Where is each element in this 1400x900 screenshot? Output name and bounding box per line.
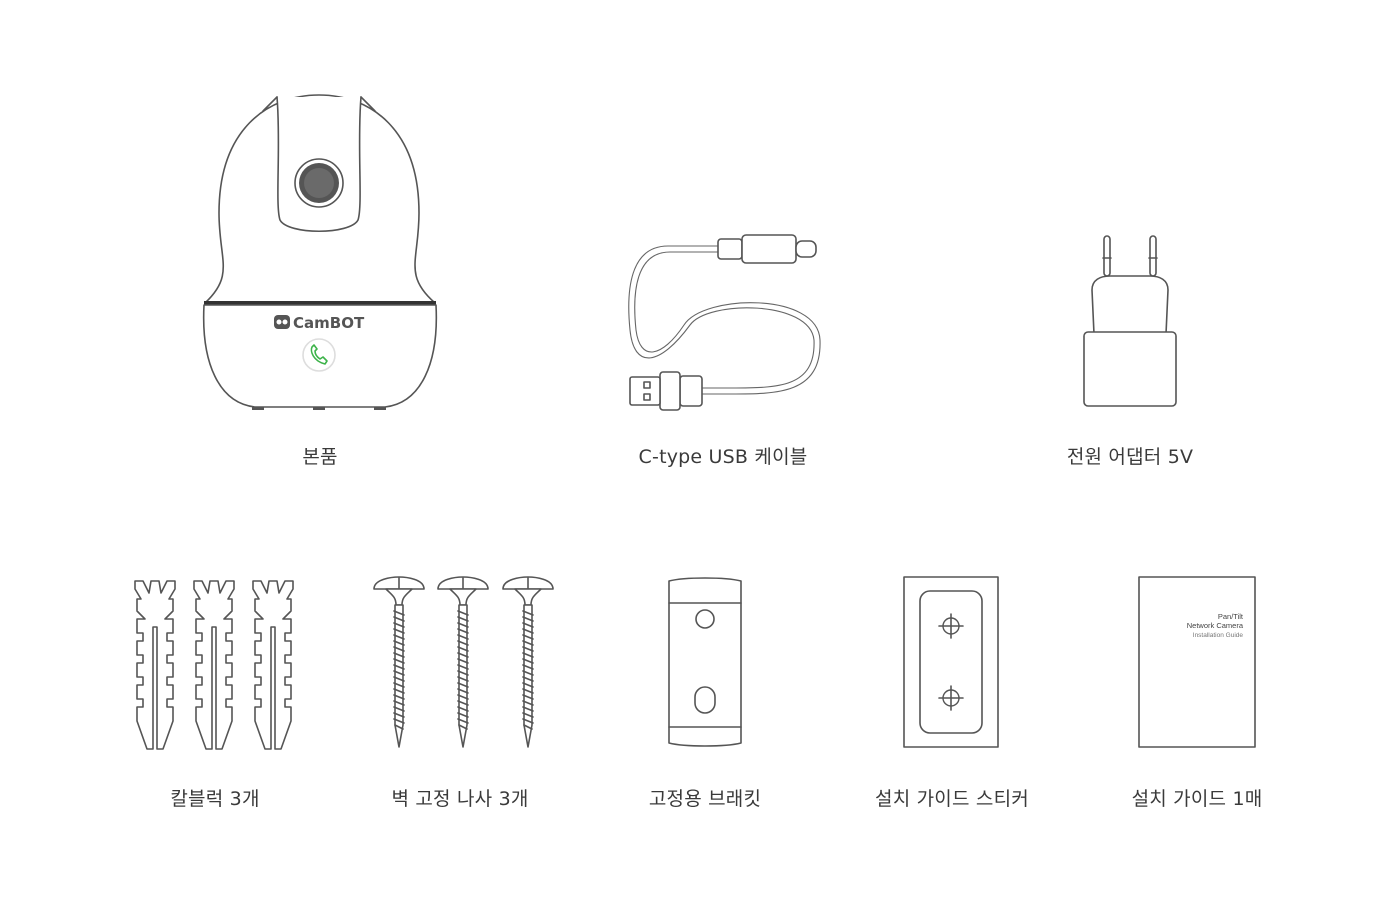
- wall-anchors-item: [130, 572, 310, 757]
- item-label-power-adapter: 전원 어댑터 5V: [1066, 446, 1194, 468]
- item-label-sticker: 설치 가이드 스티커: [875, 788, 1029, 810]
- booklet-line-3: Installation Guide: [1193, 632, 1244, 639]
- item-label-screws: 벽 고정 나사 3개: [391, 788, 529, 810]
- booklet-icon: Pan/Tilt Network Camera Installation Gui…: [1138, 576, 1256, 748]
- camera-icon: CamBOT: [202, 94, 438, 410]
- item-label-wall-anchors: 칼블럭 3개: [170, 788, 260, 810]
- power-adapter-icon: [1083, 235, 1177, 407]
- item-label-bracket: 고정용 브래킷: [648, 788, 762, 810]
- item-label-usb-cable: C-type USB 케이블: [638, 446, 808, 468]
- screw-icon: [373, 576, 554, 748]
- wall-anchor-icon: [134, 580, 294, 750]
- booklet-line-1: Pan/Tilt: [1218, 612, 1244, 621]
- item-label-booklet: 설치 가이드 1매: [1131, 788, 1263, 810]
- booklet-line-2: Network Camera: [1187, 621, 1244, 630]
- bracket-item: [665, 575, 750, 755]
- booklet-item: Pan/Tilt Network Camera Installation Gui…: [1137, 575, 1259, 750]
- sticker-item: [902, 575, 1002, 750]
- usb-cable-item: [620, 230, 840, 420]
- bracket-icon: [668, 577, 742, 747]
- usb-cable-icon: [628, 234, 821, 411]
- item-label-main-unit: 본품: [302, 446, 338, 468]
- sticker-icon: [903, 576, 999, 748]
- power-adapter-item: [1080, 232, 1180, 412]
- camera-brand-text: CamBOT: [293, 314, 365, 332]
- screws-item: [360, 572, 560, 757]
- camera-item: CamBOT: [195, 85, 445, 415]
